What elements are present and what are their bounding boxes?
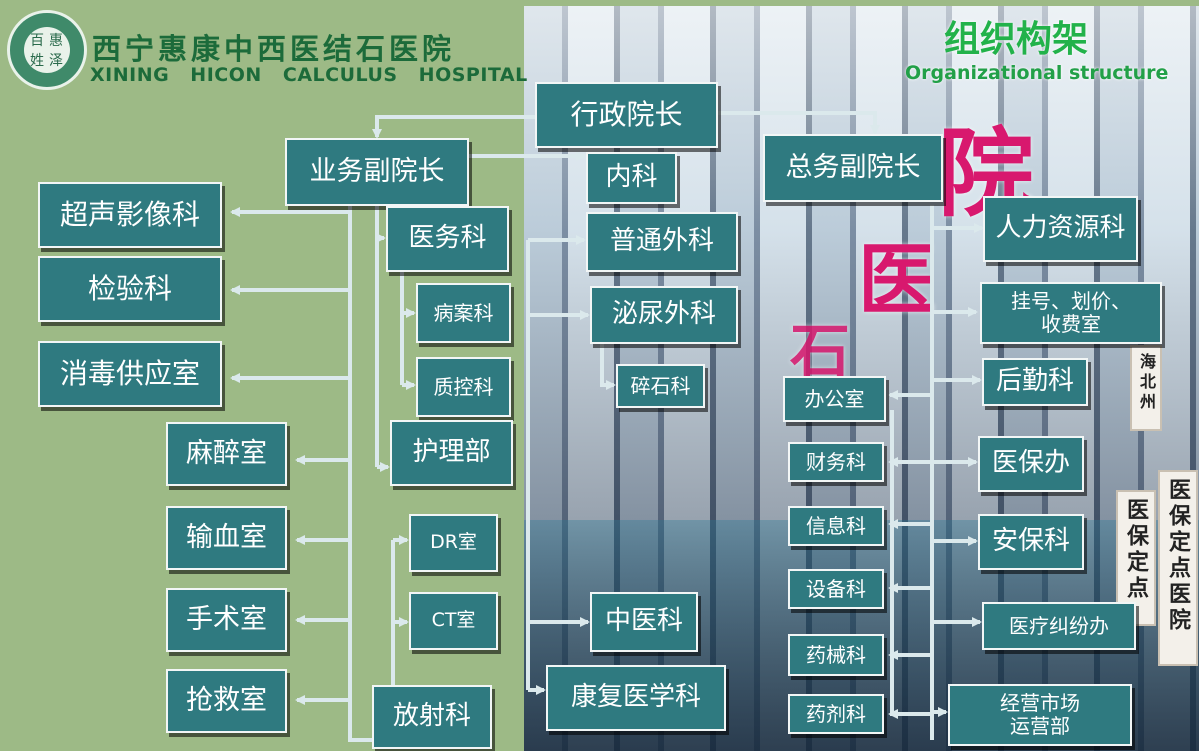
box-nursing-department: 护理部 — [390, 420, 513, 486]
box-finance: 财务科 — [788, 442, 884, 482]
box-logistics: 后勤科 — [982, 358, 1088, 406]
logo-center: 百 惠 姓 泽 — [24, 27, 70, 73]
logo-char: 泽 — [49, 53, 63, 69]
hospital-name-en: XINING HICON CALCULUS HOSPITAL — [90, 64, 528, 86]
box-laboratory: 检验科 — [38, 256, 222, 322]
box-medical-disputes: 医疗纠纷办 — [982, 602, 1136, 650]
box-administrative-president: 行政院长 — [535, 82, 718, 148]
box-emergency-room: 抢救室 — [166, 669, 287, 733]
box-internal-medicine: 内科 — [586, 152, 677, 204]
box-ultrasound-imaging: 超声影像科 — [38, 182, 222, 248]
box-anesthesia: 麻醉室 — [166, 422, 287, 486]
box-information: 信息科 — [788, 506, 884, 546]
box-radiology: 放射科 — [372, 685, 492, 749]
box-human-resources: 人力资源科 — [983, 196, 1138, 262]
box-quality-control: 质控科 — [416, 357, 511, 417]
box-office: 办公室 — [783, 376, 886, 422]
logo-char: 百 — [30, 33, 44, 49]
box-general-surgery: 普通外科 — [586, 212, 738, 272]
box-lithotripsy: 碎石科 — [616, 364, 705, 408]
box-operating-room: 手术室 — [166, 588, 287, 652]
hospital-name-cn: 西宁惠康中西医结石医院 — [92, 32, 456, 66]
box-ct-room: CT室 — [409, 592, 498, 650]
box-business-vice-president: 业务副院长 — [285, 138, 469, 206]
plaque-yibao-1: 医保定点医院 — [1158, 470, 1198, 666]
logo-char: 姓 — [30, 53, 44, 69]
box-medical-affairs: 医务科 — [386, 206, 509, 272]
box-registration-billing: 挂号、划价、 收费室 — [980, 282, 1162, 344]
box-general-vice-president: 总务副院长 — [763, 134, 943, 202]
sign-char-yi: 医 — [858, 235, 937, 326]
box-sterilization-supply: 消毒供应室 — [38, 341, 222, 407]
plaque-haibei: 海北州 — [1130, 345, 1162, 431]
box-rehabilitation: 康复医学科 — [546, 665, 726, 731]
chart-title-en: Organizational structure — [905, 62, 1169, 84]
box-equipment: 设备科 — [788, 569, 884, 609]
box-marketing-operations: 经营市场 运营部 — [948, 684, 1132, 746]
box-blood-transfusion: 输血室 — [166, 506, 287, 570]
box-urology: 泌尿外科 — [590, 286, 738, 344]
box-security: 安保科 — [978, 514, 1084, 570]
logo-char: 惠 — [49, 33, 63, 49]
chart-title-cn: 组织构架 — [944, 19, 1089, 60]
box-medical-insurance: 医保办 — [978, 436, 1084, 492]
box-tcm: 中医科 — [590, 592, 698, 652]
hospital-logo: 百 惠 姓 泽 — [7, 10, 87, 90]
box-medical-records: 病案科 — [416, 283, 511, 343]
box-dr-room: DR室 — [409, 514, 498, 572]
box-medical-devices: 药械科 — [788, 634, 884, 676]
box-pharmacy: 药剂科 — [788, 694, 884, 734]
